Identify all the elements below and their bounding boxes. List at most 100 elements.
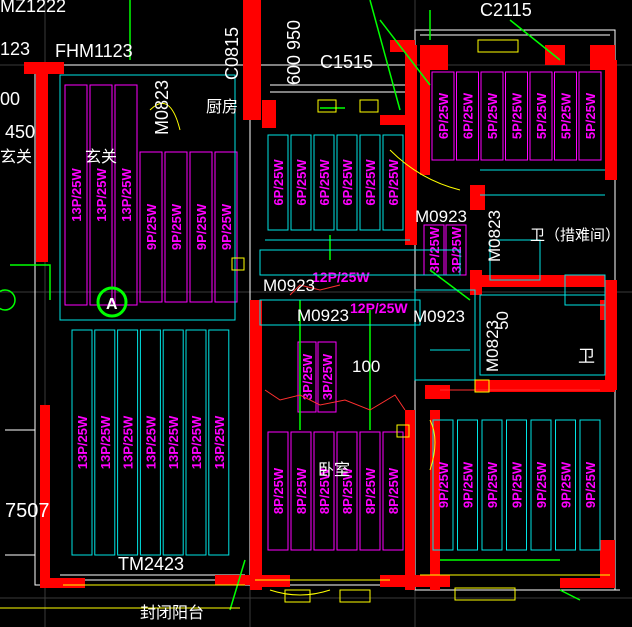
heater-strip [290, 134, 312, 231]
heater-strip [64, 84, 88, 306]
heater-strip [313, 431, 335, 551]
label-m0923-b: M0923 [263, 276, 315, 295]
heater-label: 9P/25W [534, 461, 549, 508]
label-bedroom: 卧室 [318, 460, 350, 479]
label-c2115: C2115 [480, 0, 532, 20]
plan-labels: MZ1222 123 FHM1123 C2115 C1515 M0823 C08… [0, 0, 620, 622]
heater-label: 8P/25W [340, 467, 355, 514]
heater-strip [117, 329, 139, 556]
heater-strip [359, 431, 381, 551]
heater-strip [480, 71, 504, 161]
label-mz1222: MZ1222 [0, 0, 66, 16]
heater-label: 9P/25W [194, 203, 209, 250]
heater-strip [139, 151, 163, 303]
label-50: 50 [493, 311, 512, 330]
label-7507: 7507 [5, 500, 50, 522]
heater-strip [506, 419, 527, 551]
label-toilet-access: 卫（措难间） [530, 226, 620, 244]
label-m0923-a: M0923 [415, 207, 467, 226]
heater-strip [214, 151, 238, 303]
heater-label: 13P/25W [75, 415, 90, 469]
heater-label: 9P/25W [583, 461, 598, 508]
heater-strip [481, 419, 503, 551]
heater-strip [530, 419, 552, 551]
heater-label: 13P/25W [98, 415, 113, 469]
heater-label: 13P/25W [143, 415, 158, 469]
door-markers [231, 39, 519, 603]
heater-strip [317, 341, 337, 413]
heater-strip [432, 419, 454, 551]
heater-strip [382, 431, 404, 551]
heater-strip [185, 329, 207, 556]
label-xuanguan-left: 玄关 [0, 147, 32, 166]
heater-strip [267, 431, 289, 551]
heater-strip [359, 134, 381, 231]
heater-strip [267, 134, 289, 231]
heater-strip [579, 419, 601, 551]
label-100: 100 [352, 357, 380, 376]
label-m0823-right: M0823 [485, 210, 504, 262]
heater-label: 6P/25W [340, 159, 355, 206]
red-walls [24, 0, 617, 590]
heater-label: 8P/25W [317, 467, 332, 514]
heater-label: 3P/25W [300, 353, 315, 400]
red-connectors [264, 284, 600, 411]
cyan-structure [59, 74, 606, 381]
yellow-lines [0, 102, 610, 609]
label-m0923-d: M0923 [413, 307, 465, 326]
heater-label: 5P/25W [583, 92, 598, 139]
heater-label: 6P/25W [386, 159, 401, 206]
heater-label: 5P/25W [510, 92, 525, 139]
heater-label: 8P/25W [271, 467, 286, 514]
heater-label: 9P/25W [219, 203, 234, 250]
heater-label: 9P/25W [559, 461, 574, 508]
label-toilet: 卫 [578, 347, 595, 367]
heater-strip [336, 431, 358, 551]
heater-label: 12P/25W [312, 269, 370, 285]
heater-strip [529, 71, 553, 161]
label-c1515: C1515 [320, 52, 373, 72]
heater-label: 9P/25W [436, 461, 451, 508]
heater-label: 13P/25W [119, 168, 134, 222]
heater-label: 9P/25W [169, 203, 184, 250]
heater-label: 8P/25W [363, 467, 378, 514]
heater-label: 13P/25W [121, 415, 136, 469]
heater-strip [297, 341, 317, 413]
heater-strip [456, 71, 479, 161]
label-xuanguan: 玄关 [85, 147, 117, 166]
heater-strip [94, 329, 116, 556]
heater-strip [71, 329, 93, 556]
heater-label: 13P/25W [69, 168, 84, 222]
heater-label: 9P/25W [461, 461, 476, 508]
heater-strip [505, 71, 528, 161]
heater-label: 6P/25W [294, 159, 309, 206]
heater-label: 6P/25W [271, 159, 286, 206]
heater-strip [382, 134, 404, 231]
heater-strip [208, 329, 230, 556]
label-balcony: 封闭阳台 [140, 603, 204, 622]
heater-strip [457, 419, 478, 551]
heater-strip [431, 71, 455, 161]
label-tm2423: TM2423 [118, 554, 184, 574]
heater-label: 6P/25W [461, 92, 476, 139]
heater-label: 13P/25W [189, 415, 204, 469]
heater-label: 8P/25W [294, 467, 309, 514]
heater-label: 9P/25W [510, 461, 525, 508]
label-450: 450 [5, 122, 35, 142]
label-m0923-c: M0923 [297, 306, 349, 325]
heater-label: 9P/25W [144, 203, 159, 250]
label-kitchen: 厨房 [206, 97, 238, 116]
heater-strip [578, 71, 602, 161]
heater-strips: 13P/25W 13P/25W 13P/25W 9P/25W 9P/25W 9P/25W 9… [64, 71, 602, 556]
heater-label: 12P/25W [350, 300, 408, 316]
heater-label: 5P/25W [534, 92, 549, 139]
heater-label: 13P/25W [166, 415, 181, 469]
label-123: 123 [0, 39, 30, 59]
heater-label: 8P/25W [386, 467, 401, 514]
axis-marker-a: A [106, 296, 118, 313]
heater-label: 3P/25W [320, 353, 335, 400]
label-m0823-mid: M0823 [483, 320, 502, 372]
heater-strip [554, 71, 577, 161]
heater-strip [189, 151, 213, 303]
